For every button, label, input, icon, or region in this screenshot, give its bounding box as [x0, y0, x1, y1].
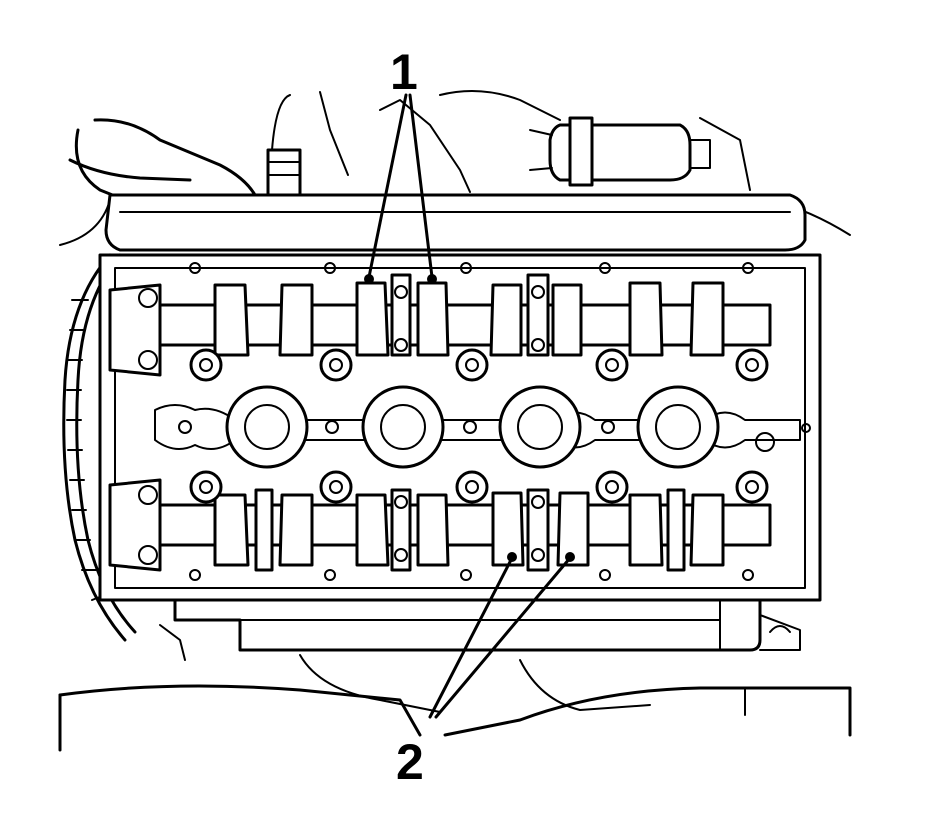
camshaft-lower	[108, 470, 772, 572]
sensor-connector	[529, 116, 711, 187]
callout-2-label: 2	[396, 734, 424, 790]
leader-lines-1	[364, 93, 437, 284]
bottom-rail	[159, 598, 801, 661]
top-rail	[104, 148, 807, 252]
spark-plug-wells	[154, 385, 801, 469]
callout-1-label: 1	[390, 44, 418, 100]
camshaft-upper	[108, 273, 772, 382]
leader-lines-2	[428, 552, 575, 719]
engine-block-lower	[58, 654, 852, 752]
